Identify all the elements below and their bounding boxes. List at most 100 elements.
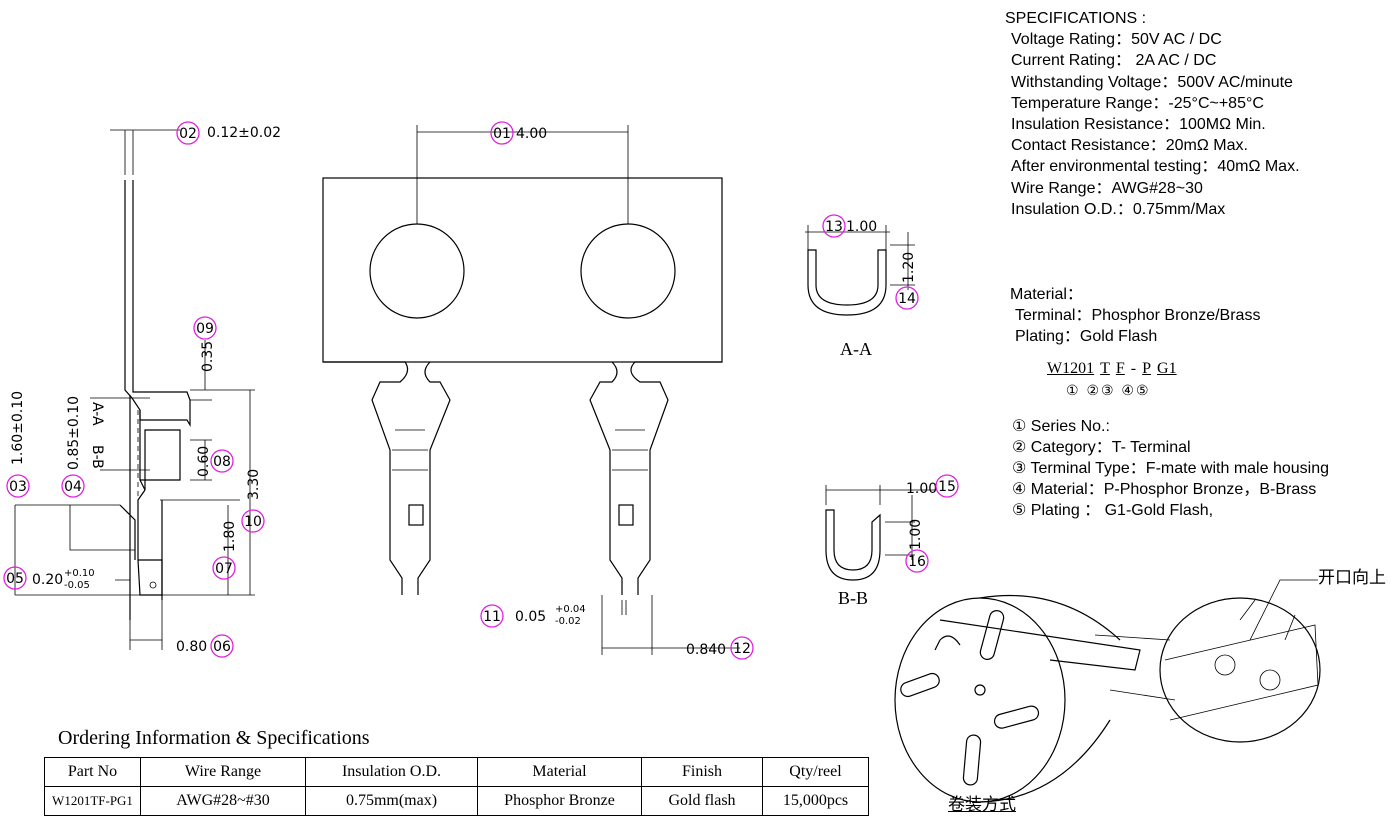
material-title: Material： bbox=[1010, 286, 1083, 303]
section-a-a-marker: A-A bbox=[89, 402, 105, 426]
callout-circle bbox=[490, 121, 514, 145]
code-dash: - bbox=[1130, 360, 1137, 377]
spec-line: Withstanding Voltage：500V AC/minute bbox=[1011, 73, 1293, 91]
table-row: W1201TF-PG1 AWG#28~#30 0.75mm(max) Phosp… bbox=[44, 786, 869, 816]
callout-circle bbox=[822, 214, 846, 238]
header-cell: Material bbox=[477, 757, 642, 787]
dim-05-tol-minus: -0.05 bbox=[64, 580, 90, 591]
callout-circle bbox=[210, 634, 234, 658]
header-cell: Part No bbox=[44, 757, 141, 787]
dim-14: 1.20 bbox=[901, 252, 917, 283]
callout-02: 02 bbox=[179, 126, 197, 142]
dim-05-tol-plus: +0.10 bbox=[64, 568, 95, 579]
code-segment: G1 bbox=[1157, 360, 1177, 377]
spec-line: Current Rating： 2A AC / DC bbox=[1011, 52, 1217, 70]
terminal-plan-view bbox=[322, 125, 740, 655]
code-segment: T bbox=[1100, 360, 1110, 377]
code-segment: F bbox=[1115, 360, 1125, 377]
legend-item: ② Category：T- Terminal bbox=[1012, 439, 1191, 456]
dim-04: 0.85±0.10 bbox=[66, 396, 82, 470]
specifications-block: SPECIFICATIONS : Voltage Rating：50V AC /… bbox=[1005, 8, 1300, 220]
callout-15: 15 bbox=[938, 479, 956, 495]
dim-16: 1.00 bbox=[908, 519, 924, 550]
specifications-title: SPECIFICATIONS : bbox=[1005, 10, 1147, 27]
spec-line: Wire Range：AWG#28~30 bbox=[1011, 179, 1203, 197]
dim-09: 0.35 bbox=[200, 341, 216, 372]
header-cell: Wire Range bbox=[140, 757, 306, 787]
dim-05: 0.20 bbox=[32, 572, 63, 588]
dim-11-tol-minus: -0.02 bbox=[555, 616, 581, 627]
callout-09: 09 bbox=[196, 321, 214, 337]
callout-10: 10 bbox=[244, 514, 262, 530]
dim-15: 1.00 bbox=[906, 481, 937, 497]
callout-circle bbox=[61, 474, 85, 498]
material-plating: Plating：Gold Flash bbox=[1015, 328, 1158, 345]
callout-06: 06 bbox=[213, 639, 231, 655]
dim-11: 0.05 bbox=[515, 609, 546, 625]
part-code-numbers: ① ②③ ④⑤ bbox=[1066, 382, 1151, 398]
spec-line: Insulation Resistance：100MΩ Min. bbox=[1011, 116, 1266, 134]
reel-illustration bbox=[894, 579, 1321, 803]
header-cell: Finish bbox=[641, 757, 763, 787]
legend-item: ③ Terminal Type：F-mate with male housing bbox=[1012, 460, 1329, 477]
callout-circle bbox=[6, 474, 30, 498]
reel-note: 开口向上 bbox=[1318, 568, 1386, 587]
cell: Gold flash bbox=[641, 786, 763, 816]
dim-08: 0.60 bbox=[196, 446, 212, 477]
callout-11: 11 bbox=[483, 609, 501, 625]
callout-07: 07 bbox=[215, 561, 233, 577]
section-label-b-b: B-B bbox=[838, 588, 868, 608]
section-label-a-a: A-A bbox=[840, 339, 872, 359]
callout-circle bbox=[3, 566, 27, 590]
callout-03: 03 bbox=[9, 479, 27, 495]
callout-circle bbox=[480, 604, 504, 628]
callout-04: 04 bbox=[64, 479, 82, 495]
dim-11-tol-plus: +0.04 bbox=[555, 604, 586, 615]
callout-circle bbox=[210, 449, 234, 473]
legend-item: ⑤ Plating ： G1-Gold Flash, bbox=[1012, 502, 1214, 519]
cell: 0.75mm(max) bbox=[305, 786, 478, 816]
callout-circle bbox=[905, 549, 929, 573]
code-legend: ① Series No.: ② Category：T- Terminal ③ T… bbox=[1012, 416, 1329, 521]
spec-line: Contact Resistance：20mΩ Max. bbox=[1011, 137, 1248, 155]
header-cell: Qty/reel bbox=[762, 757, 869, 787]
callout-circle bbox=[212, 556, 236, 580]
legend-item: ④ Material：P-Phosphor Bronze，B-Brass bbox=[1012, 481, 1317, 498]
dim-01: 4.00 bbox=[516, 126, 547, 142]
callout-circle bbox=[895, 286, 919, 310]
dim-02: 0.12±0.02 bbox=[207, 125, 281, 141]
callout-08: 08 bbox=[213, 454, 231, 470]
callout-circle bbox=[193, 316, 217, 340]
callout-circle bbox=[241, 509, 265, 533]
dim-03: 1.60±0.10 bbox=[10, 391, 26, 465]
callout-12: 12 bbox=[733, 641, 751, 657]
spec-line: Voltage Rating：50V AC / DC bbox=[1011, 31, 1222, 49]
section-b-b-marker: B-B bbox=[89, 445, 105, 469]
callout-14: 14 bbox=[898, 291, 916, 307]
ordering-title: Ordering Information & Specifications bbox=[58, 727, 370, 749]
spec-line: Insulation O.D.：0.75mm/Max bbox=[1011, 200, 1226, 218]
spec-line: Temperature Range：-25°C~+85°C bbox=[1011, 94, 1264, 112]
legend-item: ① Series No.: bbox=[1012, 418, 1110, 435]
ordering-table: Part No Wire Range Insulation O.D. Mater… bbox=[44, 757, 869, 816]
dim-07: 1.80 bbox=[222, 521, 238, 552]
table-header-row: Part No Wire Range Insulation O.D. Mater… bbox=[44, 757, 869, 787]
dim-13: 1.00 bbox=[846, 219, 877, 235]
dim-10: 3.30 bbox=[246, 469, 262, 500]
callout-circle bbox=[730, 636, 754, 660]
cell: W1201TF-PG1 bbox=[44, 786, 141, 816]
callout-circle bbox=[176, 121, 200, 145]
material-terminal: Terminal：Phosphor Bronze/Brass bbox=[1015, 307, 1261, 324]
cell: 15,000pcs bbox=[762, 786, 869, 816]
section-b-b bbox=[825, 485, 935, 581]
dim-12: 0.840 bbox=[686, 642, 726, 658]
side-view bbox=[14, 129, 255, 650]
cell: AWG#28~#30 bbox=[140, 786, 306, 816]
callout-01: 01 bbox=[493, 126, 511, 142]
code-segment: P bbox=[1142, 360, 1152, 377]
callout-circle bbox=[935, 474, 959, 498]
